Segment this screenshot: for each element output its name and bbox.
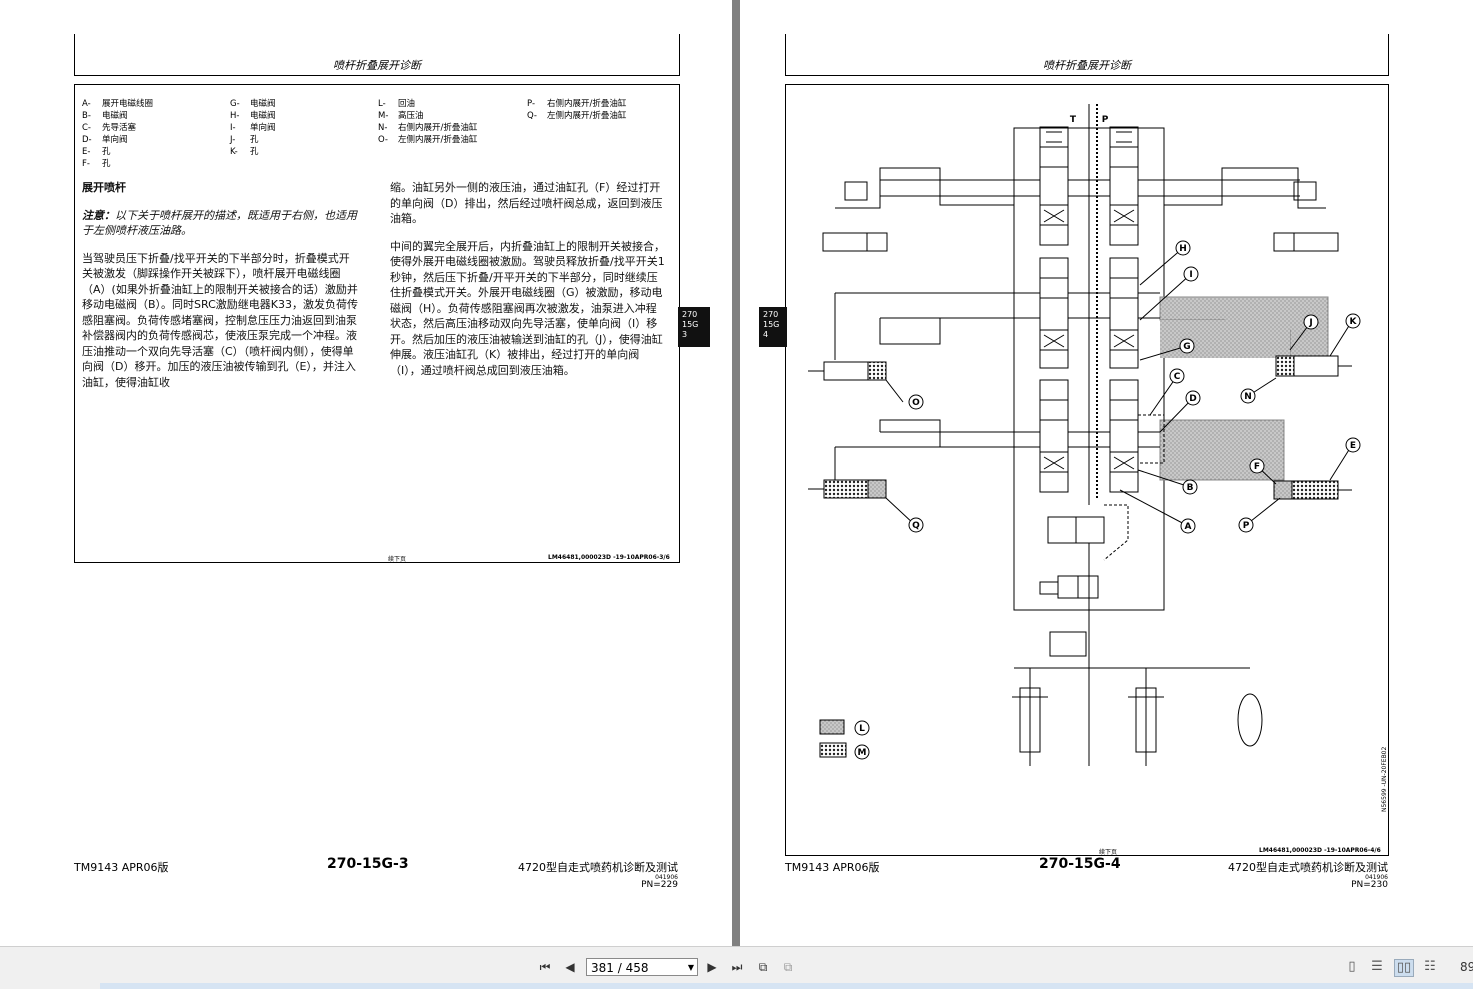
legend-item: Q-左侧内展开/折叠油缸 [527,111,627,121]
hydraulic-schematic: T P H I J K G N O C D E F B A P Q L M N5… [808,104,1388,812]
continued-label: 续下页 [388,556,407,563]
section-title: 展开喷杆 [82,181,126,194]
legend-item: G-电磁阀 [230,99,276,109]
left-page: 喷杆折叠展开诊断 A-展开电磁线圈 B-电磁阀 C-先导活塞 D-单向阀 E-孔… [0,0,732,946]
diagram-label: T [1070,115,1077,125]
diagram-label: N [1244,392,1252,402]
diagram-label: E [1350,441,1356,451]
continued-label: 续下页 [1099,849,1118,856]
two-page-view-icon[interactable]: ▯▯ [1394,959,1414,977]
legend-item: J-孔 [230,135,259,145]
diagram-label: C [1174,372,1181,382]
footer-pn: PN=230 [1351,880,1388,890]
first-page-icon[interactable]: ⏮ [539,960,551,974]
header-title: 喷杆折叠展开诊断 [333,59,421,72]
diagram-label: H [1179,244,1187,254]
diagram-label: K [1350,317,1358,327]
zoom-level[interactable]: 89 [1460,960,1473,974]
diagram-frame [785,84,1389,856]
horizontal-scrollbar[interactable] [100,983,1473,989]
diagram-label: I [1189,270,1192,280]
legend-col-3: L-回油 M-高压油 N-右侧内展开/折叠油缸 O-左侧内展开/折叠油缸 [378,98,477,146]
paragraph: 当驾驶员压下折叠/找平开关的下半部分时，折叠模式开关被激发（脚踩操作开关被踩下）… [82,251,359,389]
single-page-view-icon[interactable]: ▯ [1348,959,1356,974]
legend-col-4: P-右侧内展开/折叠油缸 Q-左侧内展开/折叠油缸 [527,98,626,122]
diagram-label: F [1254,462,1260,472]
legend-item: I-单向阀 [230,123,276,133]
legend-item: P-右侧内展开/折叠油缸 [527,99,627,109]
diagram-label: L [859,724,865,734]
text-column-right: 缩。油缸另外一侧的液压油，通过油缸孔（F）经过打开的单向阀（D）排出，然后经过喷… [390,180,666,390]
footer-title: 4720型自走式喷药机诊断及测试 [1228,861,1388,874]
footer-page-number: 270-15G-3 [327,856,409,872]
viewer-toolbar: ⏮ ◀ 381 / 458 ▼ ▶ ⏭ ⧉ ⧉ ▯ ☰ ▯▯ ☷ 89 [0,946,1473,989]
diagram-label: P [1243,521,1250,531]
footer-date: 041906 [1365,874,1388,881]
legend-item: H-电磁阀 [230,111,276,121]
ref-code: LM46481,000023D -19-10APR06-3/6 [548,554,670,561]
footer-title: 4720型自走式喷药机诊断及测试 [518,861,678,874]
legend-col-1: A-展开电磁线圈 B-电磁阀 C-先导活塞 D-单向阀 E-孔 F-孔 [82,98,153,170]
diagram-label: J [1308,318,1312,328]
go-back-icon[interactable]: ⧉ [758,960,768,974]
page-number-select[interactable]: 381 / 458 ▼ [586,958,698,976]
legend-col-2: G-电磁阀 H-电磁阀 I-单向阀 J-孔 K-孔 [230,98,276,158]
legend-item: K-孔 [230,147,259,157]
go-forward-icon[interactable]: ⧉ [783,960,793,974]
footer-manual-id: TM9143 APR06版 [785,861,880,874]
ref-code: LM46481,000023D -19-10APR06-4/6 [1259,847,1381,854]
diagram-label: A [1185,522,1192,532]
legend-item: O-左侧内展开/折叠油缸 [378,135,478,145]
diagram-label: G [1183,342,1190,352]
figure-id: N56599 -UN-20FEB02 [1381,746,1388,812]
legend-item: A-展开电磁线圈 [82,99,154,109]
legend-item: F-孔 [82,159,111,169]
continuous-view-icon[interactable]: ☰ [1371,959,1383,974]
legend-item: N-右侧内展开/折叠油缸 [378,123,478,133]
header-title: 喷杆折叠展开诊断 [1043,59,1131,72]
legend-item: D-单向阀 [82,135,128,145]
two-page-continuous-view-icon[interactable]: ☷ [1424,959,1436,974]
note: 注意：以下关于喷杆展开的描述，既适用于右侧，也适用于左侧喷杆液压油路。 [82,208,357,238]
paragraph: 缩。油缸另外一侧的液压油，通过油缸孔（F）经过打开的单向阀（D）排出，然后经过喷… [390,181,663,225]
legend-item: B-电磁阀 [82,111,128,121]
previous-page-icon[interactable]: ◀ [565,960,575,974]
diagram-label: P [1102,115,1109,125]
page-header: 喷杆折叠展开诊断 [74,34,680,76]
diagram-label: O [912,398,920,408]
legend-item: L-回油 [378,99,416,109]
diagram-label: M [858,748,867,758]
footer-page-number: 270-15G-4 [1039,856,1121,872]
text-column-left: 展开喷杆 注意：以下关于喷杆展开的描述，既适用于右侧，也适用于左侧喷杆液压油路。… [82,180,358,402]
paragraph: 中间的翼完全展开后，内折叠油缸上的限制开关被接合，使得外展开电磁线圈被激励。驾驶… [390,239,665,377]
diagram-label: Q [912,521,920,531]
footer-date: 041906 [655,874,678,881]
legend-item: E-孔 [82,147,111,157]
footer-manual-id: TM9143 APR06版 [74,861,169,874]
next-page-icon[interactable]: ▶ [707,960,717,974]
page-header: 喷杆折叠展开诊断 [785,34,1389,76]
dropdown-arrow-icon: ▼ [687,963,694,972]
diagram-label: B [1187,483,1194,493]
last-page-icon[interactable]: ⏭ [731,960,743,974]
legend-item: C-先导活塞 [82,123,137,133]
legend-item: M-高压油 [378,111,424,121]
diagram-label: D [1189,394,1196,404]
footer-pn: PN=229 [641,880,678,890]
